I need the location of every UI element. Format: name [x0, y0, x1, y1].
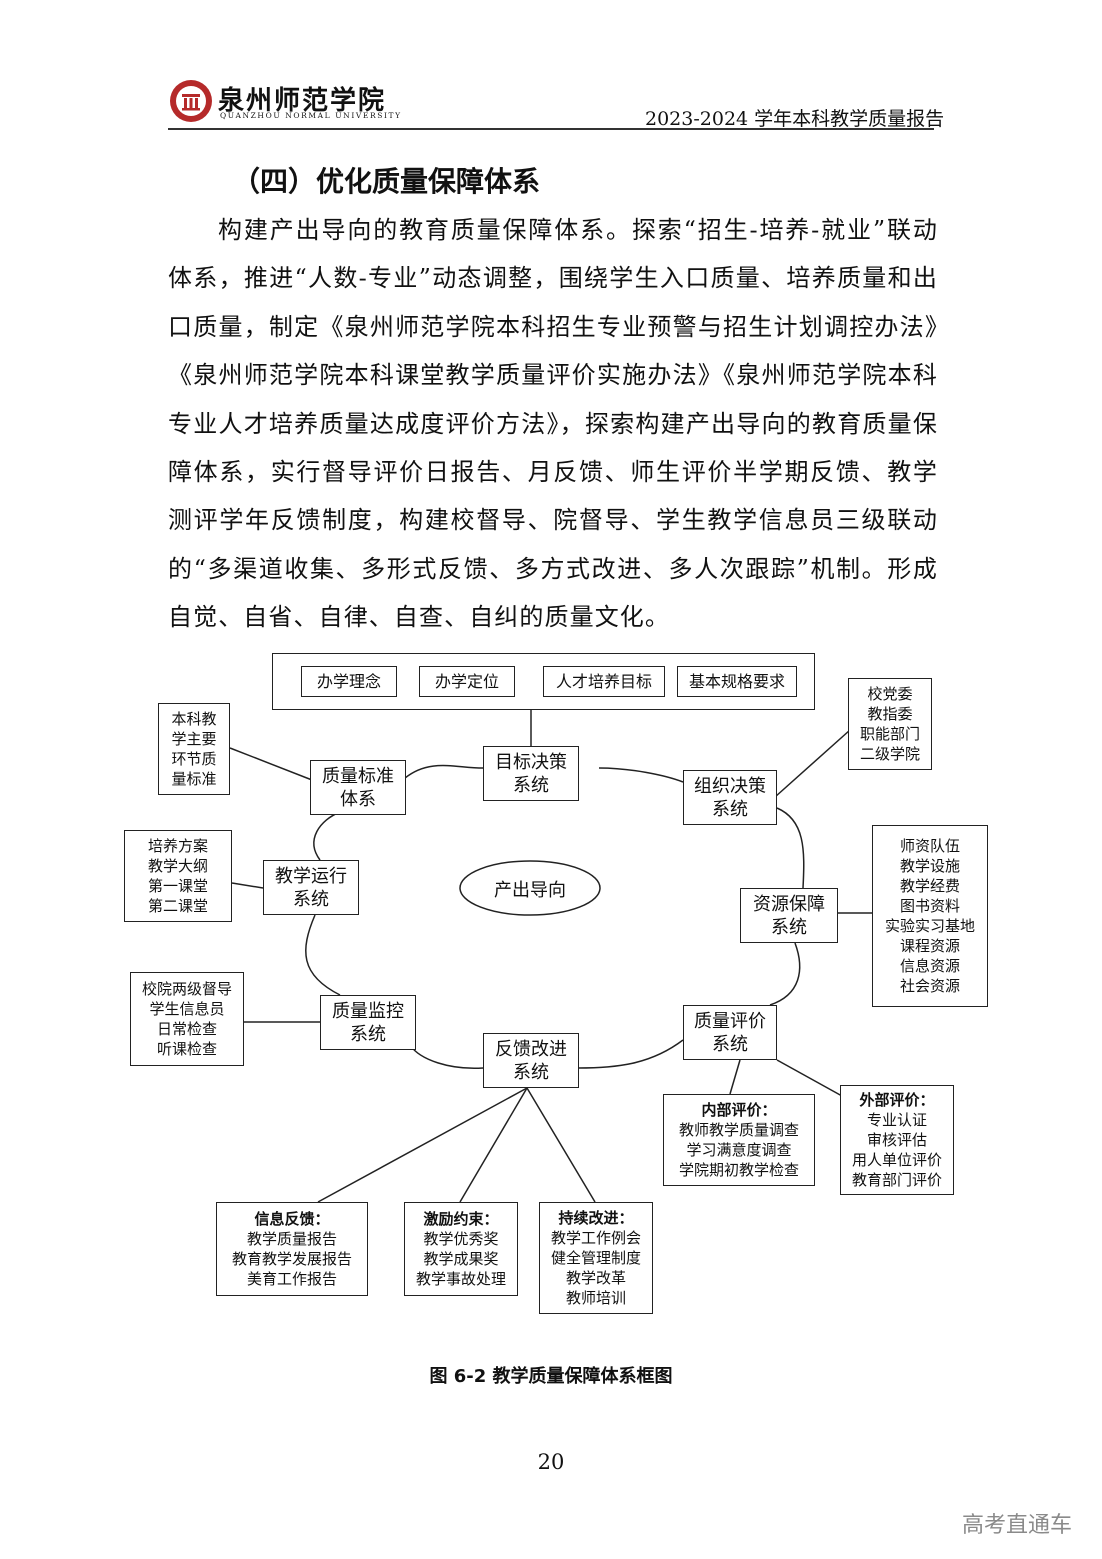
info-feedback-box: 信息反馈： 教学质量报告 教育教学发展报告 美育工作报告 — [216, 1202, 368, 1296]
resource-detail-box: 师资队伍 教学设施 教学经费 图书资料 实验实习基地 课程资源 信息资源 社会资… — [872, 825, 988, 1007]
watermark: 高考直通车 — [962, 1513, 1073, 1538]
internal-evaluation-box: 内部评价： 教师教学质量调查 学习满意度调查 学院期初教学检查 — [663, 1094, 815, 1186]
standard-detail-box: 本科教 学主要 环节质 量标准 — [158, 703, 230, 795]
org-decision-system: 组织决策 系统 — [683, 770, 777, 825]
operation-detail-box: 培养方案 教学大纲 第一课堂 第二课堂 — [124, 830, 232, 922]
figure-caption: 图 6-2 教学质量保障体系框图 — [429, 1366, 673, 1387]
resource-guarantee-system: 资源保障 系统 — [740, 888, 838, 943]
university-logo — [170, 80, 212, 122]
page-number: 20 — [537, 1450, 565, 1474]
org-detail-box: 校党委 教指委 职能部门 二级学院 — [848, 678, 932, 770]
monitor-detail-box: 校院两级督导 学生信息员 日常检查 听课检查 — [130, 972, 244, 1066]
incentive-constraint-box: 激励约束： 教学优秀奖 教学成果奖 教学事故处理 — [404, 1202, 518, 1296]
section-paragraph: 构建产出导向的教育质量保障体系。探索“招生-培养-就业”联动体系，推进“人数-专… — [168, 216, 938, 632]
top-item: 办学理念 — [301, 666, 397, 697]
feedback-improvement-system: 反馈改进 系统 — [483, 1033, 579, 1088]
top-item: 基本规格要求 — [677, 666, 797, 697]
quality-evaluation-system: 质量评价 系统 — [683, 1005, 777, 1060]
quality-standard-system: 质量标准 体系 — [310, 760, 406, 815]
top-item: 办学定位 — [419, 666, 515, 697]
teaching-operation-system: 教学运行 系统 — [263, 860, 359, 915]
section-heading: （四）优化质量保障体系 — [232, 165, 541, 198]
school-name-cn: 泉州师范学院 — [218, 86, 387, 116]
continuous-improvement-box: 持续改进： 教学工作例会 健全管理制度 教学改革 教师培训 — [539, 1202, 653, 1314]
school-name-en: QUANZHOU NORMAL UNIVERSITY — [220, 111, 402, 120]
quality-monitor-system: 质量监控 系统 — [320, 995, 416, 1050]
center-label: 产出导向 — [494, 880, 566, 901]
center-ellipse — [459, 860, 601, 916]
report-title: 2023-2024 学年本科教学质量报告 — [645, 108, 945, 130]
external-evaluation-box: 外部评价： 专业认证 审核评估 用人单位评价 教育部门评价 — [840, 1085, 954, 1195]
header-rule — [168, 128, 934, 130]
goal-decision-system: 目标决策 系统 — [483, 746, 579, 801]
top-item: 人才培养目标 — [543, 666, 665, 697]
